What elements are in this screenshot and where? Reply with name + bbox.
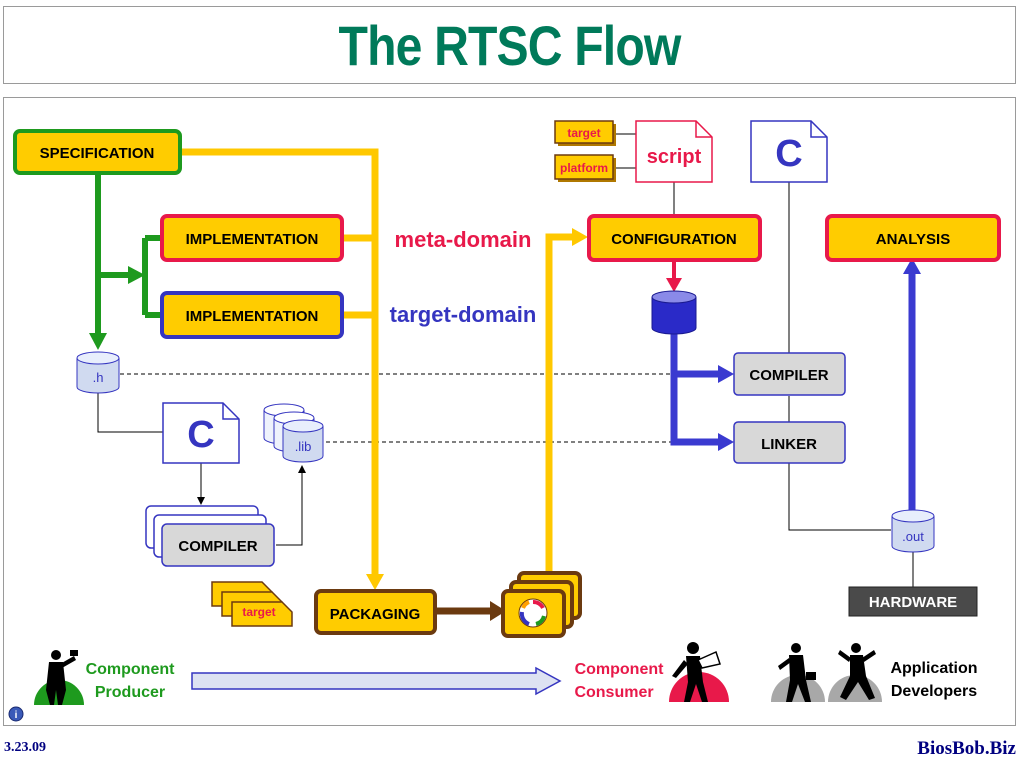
producer-label-line2: Producer [95,684,165,701]
compiler-target-box: COMPILER [733,352,846,396]
blue-arrowhead-compiler [718,365,734,383]
compiler-local-label: COMPILER [178,538,257,555]
implementation-target-box: IMPLEMENTATION [160,291,344,339]
producer-label-line1: Component [86,661,176,678]
configuration-box: CONFIGURATION [587,214,762,262]
platform-tag-label: platform [560,161,608,175]
red-arrowhead [666,278,682,292]
configuration-label: CONFIGURATION [611,231,737,248]
blue-flow [670,272,916,512]
c-right-label: C [775,133,802,175]
packaging-box: PACKAGING [314,589,437,635]
c-source-left-icon: C [162,402,240,464]
analysis-box: ANALYSIS [825,214,1001,262]
consumer-figure-icon [669,642,729,702]
package-stack-icon [501,571,582,638]
green-flow [95,174,161,336]
svg-text:i: i [15,710,18,721]
producer-figure-icon [34,650,84,705]
specification-box: SPECIFICATION [13,129,182,175]
c-source-right-icon: C [750,120,828,183]
thin-connectors [97,133,914,587]
footer-date: 3.23.09 [4,740,46,755]
script-document-icon: script [635,120,713,183]
script-label: script [647,146,702,168]
developer-figure-1-icon [771,643,825,702]
yellow-flow [181,148,574,577]
linker-label: LINKER [761,436,817,453]
consumer-label-line2: Consumer [574,684,653,701]
specification-label: SPECIFICATION [40,145,155,162]
target-tag-stack: target [211,581,293,627]
header-file-icon: .h [76,351,120,394]
diagram-frame [3,97,1016,726]
target-domain-label: target-domain [390,302,537,327]
packaging-label: PACKAGING [330,606,421,623]
footer-brand: BiosBob.Biz [917,738,1016,759]
c-left-label: C [187,414,214,456]
hardware-label: HARDWARE [869,594,957,611]
hardware-box: HARDWARE [848,586,978,617]
implementation-meta-label: IMPLEMENTATION [186,231,319,248]
compiler-local-box: COMPILER [145,505,275,567]
output-file-label: .out [902,529,924,544]
developer-figure-2-icon [828,643,882,702]
yellow-arrowhead-packaging [366,574,384,590]
developers-label-line1: Application [890,660,977,677]
meta-domain-label: meta-domain [395,227,532,252]
library-file-label: .lib [295,439,312,454]
title-bar: The RTSC Flow [3,6,1016,84]
yellow-arrowhead-configuration [572,228,588,246]
linker-box: LINKER [733,421,846,464]
implementation-meta-box: IMPLEMENTATION [160,214,344,262]
developers-label-line2: Developers [891,683,977,700]
implementation-target-label: IMPLEMENTATION [186,308,319,325]
producer-to-consumer-arrow [191,666,562,696]
platform-tag: platform [554,154,616,182]
green-arrowhead-split [128,266,145,284]
compiler-target-label: COMPILER [749,367,828,384]
target-tag-top: target [554,120,616,146]
output-file-icon: .out [891,509,935,553]
green-arrowhead-header [89,333,107,350]
brown-arrowhead [490,601,506,621]
info-icon[interactable]: i [8,706,24,722]
blue-arrowhead-analysis [903,258,921,274]
configuration-database-icon [651,290,697,335]
target-tag-packaging-label: target [242,605,275,619]
target-tag-top-label: target [567,126,600,140]
blue-arrowhead-linker [718,433,734,451]
library-file-icon: .lib [263,403,324,463]
analysis-label: ANALYSIS [876,231,950,248]
header-file-label: .h [93,370,104,385]
consumer-label-line1: Component [575,661,665,678]
page-title: The RTSC Flow [338,14,682,77]
dashed-links [120,373,678,443]
